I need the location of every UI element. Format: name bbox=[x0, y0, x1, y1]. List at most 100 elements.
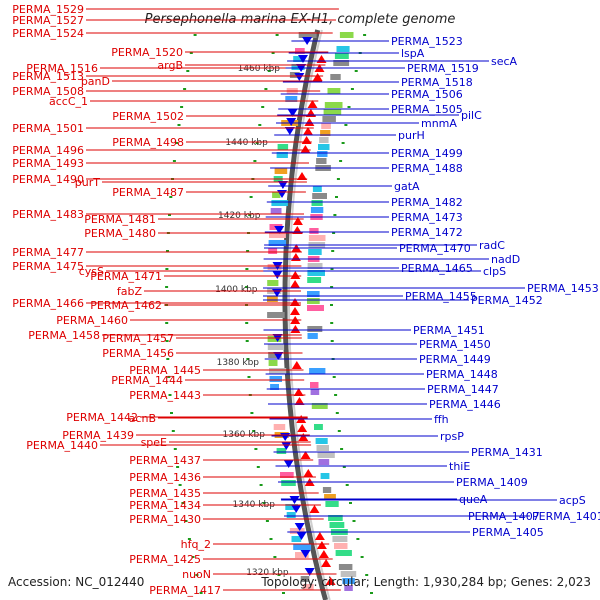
feature-block bbox=[322, 487, 332, 493]
feature-block bbox=[312, 186, 322, 192]
feature-block bbox=[276, 152, 288, 158]
left-gene-label: PERMA_1417 bbox=[149, 584, 221, 597]
feature-block bbox=[320, 130, 331, 136]
guide-dot bbox=[166, 358, 170, 360]
guide-dot bbox=[271, 52, 275, 54]
feature-block bbox=[317, 151, 328, 157]
right-gene-label: PERMA_1473 bbox=[391, 211, 463, 224]
guide-dot bbox=[172, 160, 176, 162]
right-gene-label: PERMA_1523 bbox=[391, 35, 463, 48]
left-gene-label: PERMA_1520 bbox=[111, 46, 183, 59]
right-gene-label: PERMA_1465 bbox=[401, 262, 473, 275]
left-gene-label: PERMA_1516 bbox=[26, 62, 98, 75]
feature-block bbox=[285, 504, 298, 510]
feature-block bbox=[307, 326, 323, 332]
guide-dot bbox=[267, 70, 271, 72]
guide-dot bbox=[334, 394, 338, 396]
kbp-tick-label: 1400 kbp bbox=[215, 285, 258, 295]
guide-dot bbox=[363, 34, 367, 36]
forward-gene-arrow bbox=[318, 550, 329, 558]
feature-block bbox=[269, 368, 287, 374]
feature-block bbox=[327, 88, 341, 94]
feature-block bbox=[333, 60, 350, 66]
right-gene-label: lspA bbox=[401, 47, 425, 60]
feature-block bbox=[298, 32, 317, 38]
guide-dot bbox=[170, 412, 173, 414]
reverse-gene-arrow bbox=[286, 118, 297, 126]
feature-block bbox=[322, 116, 336, 122]
left-gene-label: PERMA_1440 bbox=[26, 439, 98, 452]
left-gene-label: PERMA_1462 bbox=[90, 299, 162, 312]
left-gene-label: fabZ bbox=[117, 285, 143, 298]
guide-dot bbox=[165, 286, 169, 288]
feature-block bbox=[270, 208, 282, 214]
forward-gene-arrow bbox=[301, 136, 312, 144]
feature-block bbox=[339, 32, 354, 38]
feature-block bbox=[311, 200, 323, 206]
guide-dot bbox=[275, 34, 279, 36]
kbp-tick-label: 1460 kbp bbox=[238, 64, 281, 74]
feature-block bbox=[340, 571, 357, 577]
right-gene-label: purH bbox=[398, 129, 425, 142]
feature-block bbox=[329, 522, 345, 528]
reverse-gene-arrow bbox=[283, 460, 294, 468]
guide-dot bbox=[177, 124, 181, 126]
reverse-gene-arrow bbox=[281, 442, 292, 450]
right-gene-label: PERMA_1407 bbox=[468, 510, 540, 523]
forward-gene-arrow bbox=[297, 172, 307, 180]
guide-dot bbox=[337, 430, 341, 432]
forward-gene-arrow bbox=[312, 73, 323, 81]
forward-gene-arrow bbox=[303, 469, 314, 477]
left-gene-label: PERMA_1475 bbox=[12, 260, 84, 273]
guide-dot bbox=[246, 358, 250, 360]
guide-dot bbox=[269, 538, 273, 540]
feature-block bbox=[318, 144, 330, 150]
feature-block bbox=[268, 240, 287, 246]
feature-block bbox=[309, 368, 326, 374]
left-gene-label: PERMA_1434 bbox=[129, 499, 201, 512]
kbp-tick-label: 1320 kbp bbox=[246, 568, 289, 578]
feature-block bbox=[268, 352, 282, 358]
feature-block bbox=[270, 384, 279, 390]
guide-dot bbox=[245, 268, 249, 270]
guide-dot bbox=[341, 142, 345, 144]
guide-dot bbox=[255, 142, 259, 144]
right-gene-label: PERMA_1519 bbox=[407, 62, 479, 75]
feature-block bbox=[316, 158, 327, 164]
guide-dot bbox=[246, 250, 250, 252]
feature-block bbox=[293, 56, 305, 62]
guide-dot bbox=[340, 448, 344, 450]
right-gene-label: pilC bbox=[461, 109, 482, 122]
right-gene-label: PERMA_1499 bbox=[391, 147, 463, 160]
feature-block bbox=[310, 389, 320, 395]
feature-block bbox=[312, 193, 327, 199]
guide-dot bbox=[277, 574, 281, 576]
accession-label: Accession: NC_012440 bbox=[8, 575, 144, 589]
guide-dot bbox=[282, 592, 285, 594]
guide-dot bbox=[335, 412, 339, 414]
left-gene-label: PERMA_1444 bbox=[111, 374, 183, 387]
feature-block bbox=[310, 207, 324, 213]
left-gene-label: PERMA_1457 bbox=[102, 332, 174, 345]
left-gene-label: accC_1 bbox=[49, 95, 88, 108]
forward-gene-arrow bbox=[309, 505, 320, 513]
forward-gene-arrow bbox=[316, 55, 327, 63]
left-gene-label: PERMA_1490 bbox=[12, 173, 84, 186]
reverse-gene-arrow bbox=[294, 523, 305, 531]
guide-dot bbox=[165, 322, 169, 324]
feature-block bbox=[332, 536, 348, 542]
guide-dot bbox=[264, 88, 268, 90]
guide-dot bbox=[253, 160, 257, 162]
feature-block bbox=[307, 333, 318, 339]
right-gene-label: PERMA_1488 bbox=[391, 162, 463, 175]
guide-dot bbox=[370, 592, 373, 594]
feature-block bbox=[295, 552, 309, 558]
feature-block bbox=[267, 264, 282, 270]
feature-block bbox=[317, 452, 335, 458]
guide-dot bbox=[330, 322, 334, 324]
guide-dot bbox=[167, 376, 171, 378]
reverse-gene-arrow bbox=[277, 181, 288, 189]
forward-gene-arrow bbox=[294, 397, 305, 405]
forward-gene-arrow bbox=[325, 577, 336, 585]
left-gene-label: PERMA_1480 bbox=[84, 227, 156, 240]
